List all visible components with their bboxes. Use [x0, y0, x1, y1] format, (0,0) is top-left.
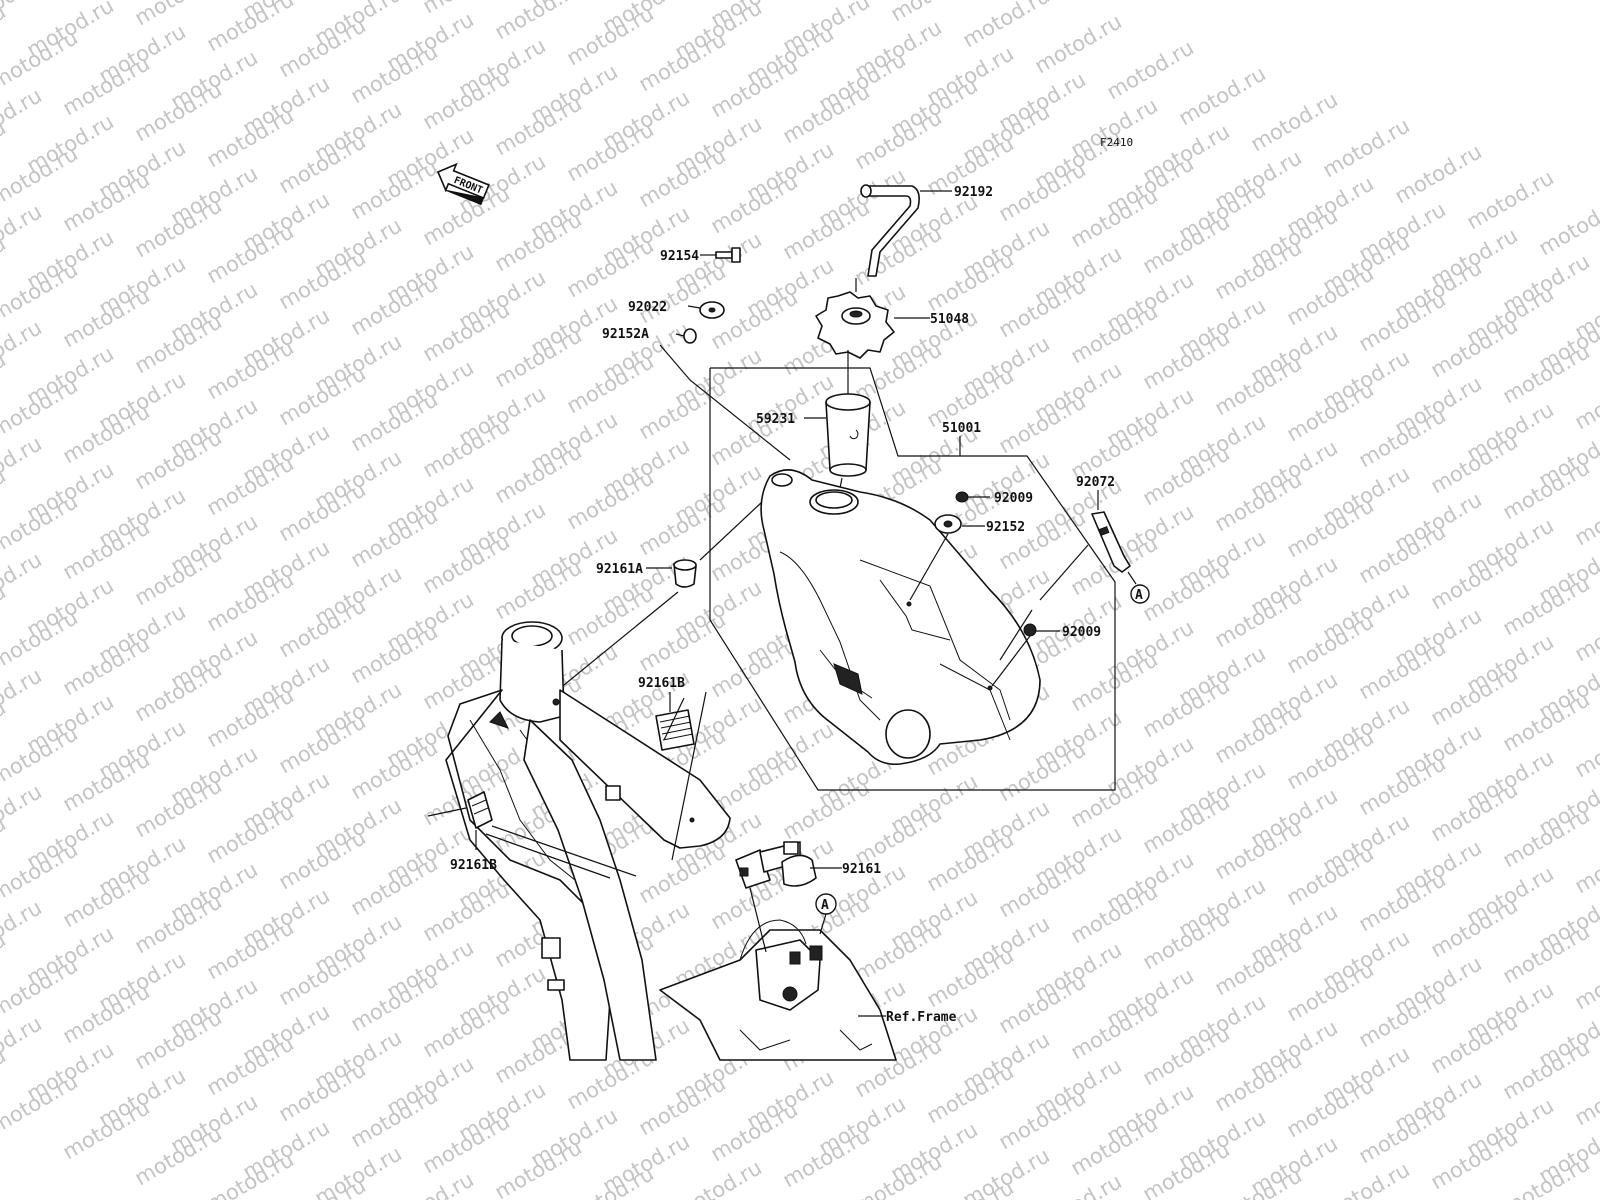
watermark-text: motod.ru — [1571, 365, 1600, 434]
watermark-text: motod.ru — [851, 1149, 946, 1200]
watermark-text: motod.ru — [1571, 713, 1600, 782]
collar-92152A — [683, 328, 697, 344]
callout-51048: 51048 — [930, 312, 969, 327]
callout-92192: 92192 — [954, 185, 993, 200]
watermark-text: motod.ru — [0, 663, 46, 732]
watermark-text: motod.ru — [0, 83, 46, 152]
watermark-text: motod.ru — [1571, 945, 1600, 1014]
watermark-text: motod.ru — [0, 547, 46, 616]
strap-92072 — [1091, 511, 1131, 573]
callout-92152A: 92152A — [602, 327, 649, 342]
callout-92152: 92152 — [986, 520, 1025, 535]
watermark-text: motod.ru — [1571, 481, 1600, 550]
damper-92161B-lower — [467, 791, 493, 829]
callout-92009-upper: 92009 — [994, 491, 1033, 506]
callout-92161B-lower: 92161B — [450, 858, 497, 873]
watermark-text: motod.ru — [203, 1147, 298, 1200]
fuel-cap — [815, 291, 895, 359]
watermark-text: motod.ru — [0, 315, 46, 384]
watermark-text: motod.ru — [0, 779, 46, 848]
ref-a-marker-left: A — [815, 893, 837, 915]
svg-text:A: A — [1135, 588, 1143, 603]
svg-text:A: A — [821, 898, 829, 913]
callout-92022: 92022 — [628, 300, 667, 315]
damper-92161A — [673, 559, 697, 588]
filler-cup — [825, 393, 871, 477]
frame — [445, 621, 897, 1061]
callout-59231: 59231 — [756, 412, 795, 427]
washer-92022 — [699, 301, 725, 319]
breather-hose — [860, 184, 920, 277]
callout-92161A: 92161A — [596, 562, 643, 577]
watermark-text: motod.ru — [0, 199, 46, 268]
callout-ref-frame: Ref.Frame — [886, 1010, 957, 1025]
diagram-code: F2410 — [1100, 136, 1133, 149]
callout-92161: 92161 — [842, 862, 881, 877]
callout-92072: 92072 — [1076, 475, 1115, 490]
watermark-text: motod.ru — [0, 431, 46, 500]
watermark-text: motod.ru — [1571, 829, 1600, 898]
callout-92161B-upper: 92161B — [638, 676, 685, 691]
callout-51001: 51001 — [942, 421, 981, 436]
watermark-text: motod.ru — [1571, 597, 1600, 666]
watermark-text: motod.ru — [1499, 1151, 1594, 1200]
watermark-text: motod.ru — [0, 1011, 46, 1080]
fuel-tank — [760, 469, 1041, 766]
bolt-92009-upper — [955, 491, 969, 503]
callout-92154: 92154 — [660, 249, 699, 264]
watermark-text: motod.ru — [1535, 191, 1600, 260]
watermark-text: motod.ru — [1571, 1061, 1600, 1130]
damper-92161 — [735, 841, 817, 889]
collar-92152 — [934, 514, 962, 534]
ref-a-marker-right: A — [1130, 584, 1150, 604]
watermark-text: motod.ru — [0, 895, 46, 964]
bolt-92009-lower — [1023, 623, 1037, 637]
callout-92009-lower: 92009 — [1062, 625, 1101, 640]
